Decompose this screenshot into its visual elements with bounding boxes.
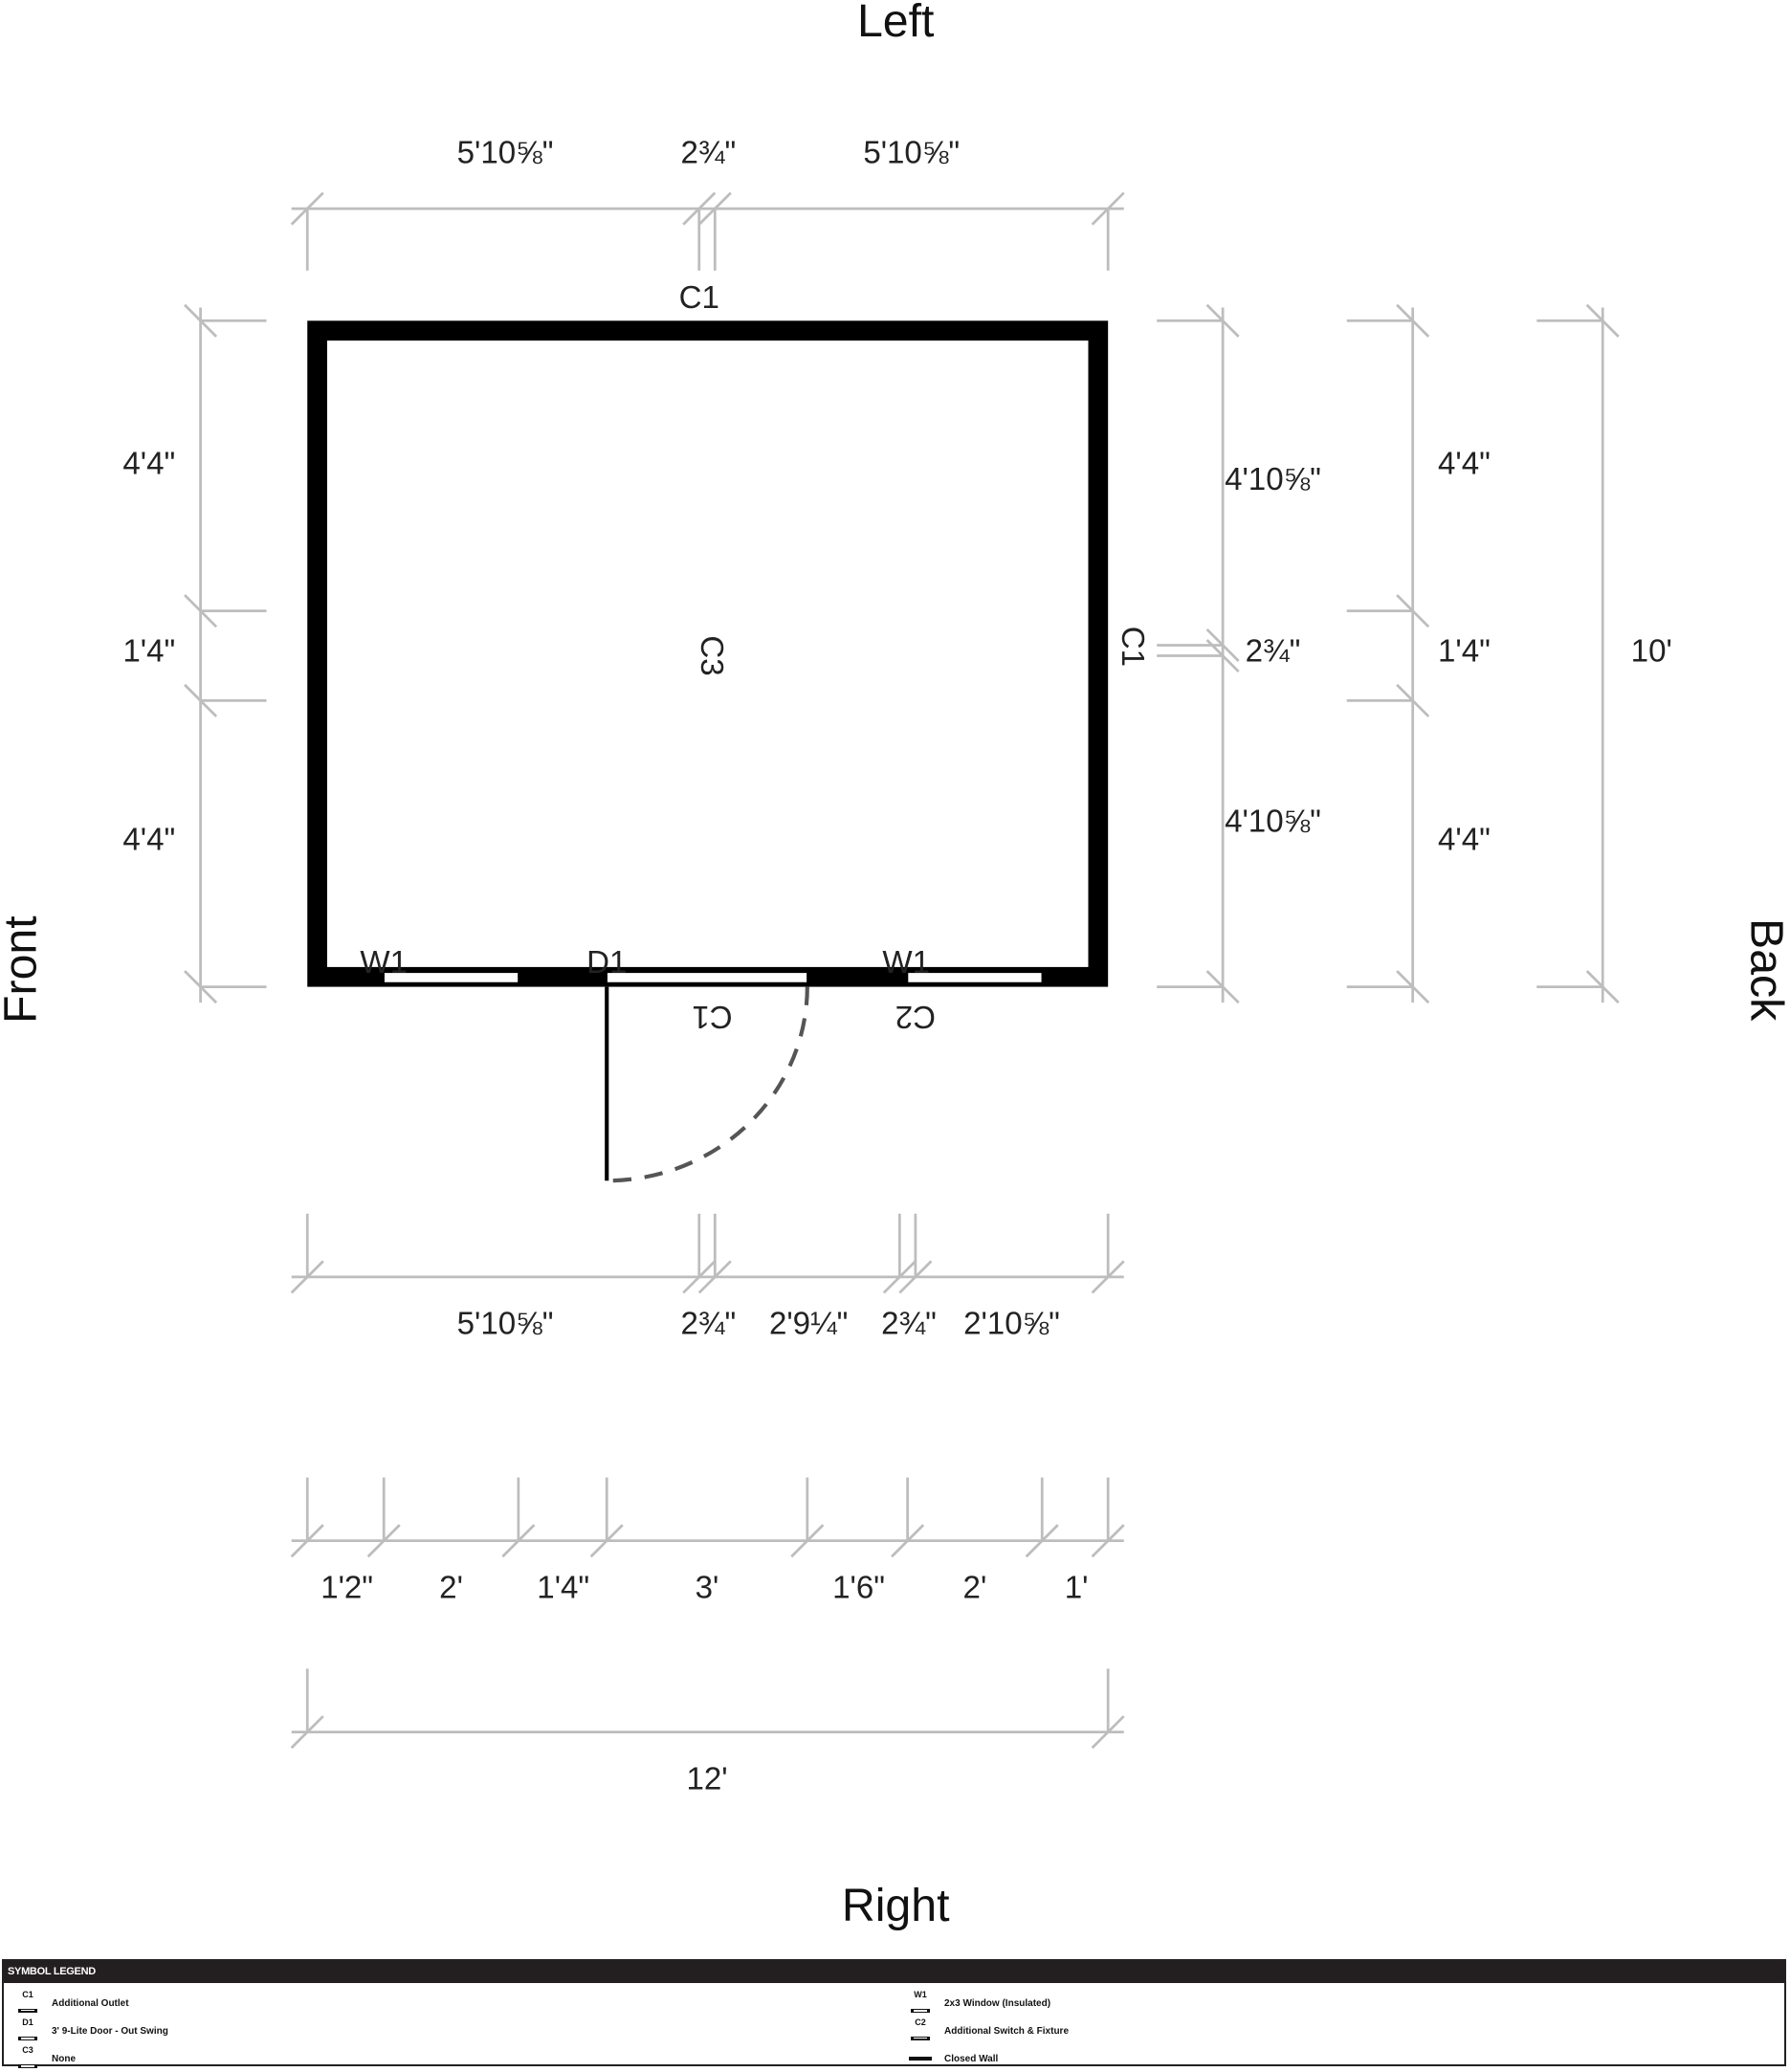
- marker-d1: D1: [586, 945, 627, 981]
- marker-c1-top: C1: [679, 280, 719, 316]
- dimension-tick: [697, 1260, 732, 1294]
- dimension-label: 3': [696, 1570, 719, 1605]
- dimension-tick: [1205, 970, 1240, 1004]
- dimension-label: 2¾": [1246, 633, 1301, 669]
- dimension-tick: [682, 191, 717, 226]
- dimension-tick: [682, 1260, 717, 1294]
- dimension-tick: [184, 594, 218, 628]
- dimension-label: 2'10⅝": [963, 1307, 1060, 1342]
- window-w1-right: [906, 971, 1043, 984]
- dimension-label: 4'10⅝": [1225, 804, 1321, 839]
- dimension-tick: [898, 1260, 933, 1294]
- dimension-tick: [290, 1260, 324, 1294]
- dimension-tick: [790, 1524, 825, 1558]
- marker-w1-left: W1: [360, 945, 408, 981]
- dimension-tick: [290, 191, 324, 226]
- dimension-tick: [1205, 628, 1240, 663]
- floor-plan: 5'10⅝" 2¾" 5'10⅝" 4'4" 1'4" 4'4" 4'10⅝" 2¾" 4'10…: [0, 0, 1790, 1931]
- dimension-tick: [184, 303, 218, 338]
- dimension-label: 2¾": [681, 1307, 737, 1342]
- dimension-tick: [366, 1524, 401, 1558]
- dimension-label: 1'6": [832, 1570, 885, 1605]
- side-label-top: Left: [857, 0, 935, 47]
- door-symbol-icon: D1: [13, 2017, 42, 2044]
- dimension-label: 2¾": [881, 1307, 937, 1342]
- dimension-tick: [589, 1524, 624, 1558]
- dimension-tick: [501, 1524, 536, 1558]
- door-swing-arc: [607, 986, 809, 1183]
- dimension-tick: [290, 1715, 324, 1750]
- dimension-tick: [1091, 191, 1125, 226]
- marker-w1-right: W1: [882, 945, 930, 981]
- dimension-label: 4'10⅝": [1225, 462, 1321, 497]
- dimension-tick: [1585, 970, 1620, 1004]
- dimension-tick: [1396, 594, 1430, 628]
- window-symbol-icon: W1: [906, 1990, 935, 2017]
- outlet-symbol-icon: C1: [13, 1990, 42, 2017]
- marker-c1-front: C1: [692, 999, 732, 1034]
- marker-c2-front: C2: [895, 999, 936, 1034]
- dimension-label: 4'4": [122, 447, 175, 482]
- dimension-label: 2': [439, 1570, 463, 1605]
- dimension-label: 1'2": [320, 1570, 373, 1605]
- dimension-label: 1'4": [1438, 633, 1491, 669]
- dimension-tick: [882, 1260, 917, 1294]
- dimension-tick: [184, 970, 218, 1004]
- legend-item: Closed Wall: [906, 2045, 998, 2072]
- closed-wall-symbol-icon: [906, 2045, 935, 2072]
- dimension-label: 2'9¼": [769, 1307, 848, 1342]
- side-label-front: Front: [0, 915, 47, 1024]
- dimension-label: 5'10⅝": [457, 1307, 554, 1342]
- dimension-tick: [1396, 970, 1430, 1004]
- side-label-bottom: Right: [842, 1880, 950, 1931]
- dimension-label: 4'4": [1438, 823, 1491, 858]
- dimension-tick: [1396, 303, 1430, 338]
- marker-c3-center: C3: [694, 635, 729, 675]
- dimension-tick: [1091, 1524, 1125, 1558]
- switch-symbol-icon: C2: [906, 2017, 935, 2044]
- dimension-label: 5'10⅝": [863, 135, 960, 170]
- dimension-tick: [1205, 638, 1240, 673]
- dimension-tick: [290, 1524, 324, 1558]
- legend-title: SYMBOL LEGEND: [4, 1961, 1784, 1985]
- dimension-label: 1'4": [537, 1570, 589, 1605]
- dimension-label: 5'10⅝": [457, 135, 554, 170]
- dimension-tick: [1091, 1715, 1125, 1750]
- dimension-label: 2': [963, 1570, 987, 1605]
- dimension-tick: [184, 683, 218, 717]
- dimension-label: 4'4": [1438, 447, 1491, 482]
- dimension-tick: [1025, 1524, 1059, 1558]
- dimension-tick: [1396, 683, 1430, 717]
- dimension-label: 12': [686, 1761, 727, 1796]
- dimension-tick: [1205, 303, 1240, 338]
- dimension-tick: [1585, 303, 1620, 338]
- side-label-back: Back: [1741, 918, 1790, 1022]
- dimension-label: 4'4": [122, 823, 175, 858]
- dimension-tick: [1091, 1260, 1125, 1294]
- dimension-tick: [891, 1524, 925, 1558]
- marker-c1-back: C1: [1115, 627, 1150, 667]
- dimension-tick: [697, 191, 732, 226]
- window-w1-left: [383, 971, 519, 984]
- dimension-label: 2¾": [681, 135, 737, 170]
- dimension-label: 1'4": [122, 633, 175, 669]
- dimension-label: 10': [1631, 633, 1672, 669]
- door-opening-d1: [606, 971, 808, 984]
- dimension-label: 1': [1065, 1570, 1089, 1605]
- none-symbol-icon: C3: [13, 2045, 42, 2072]
